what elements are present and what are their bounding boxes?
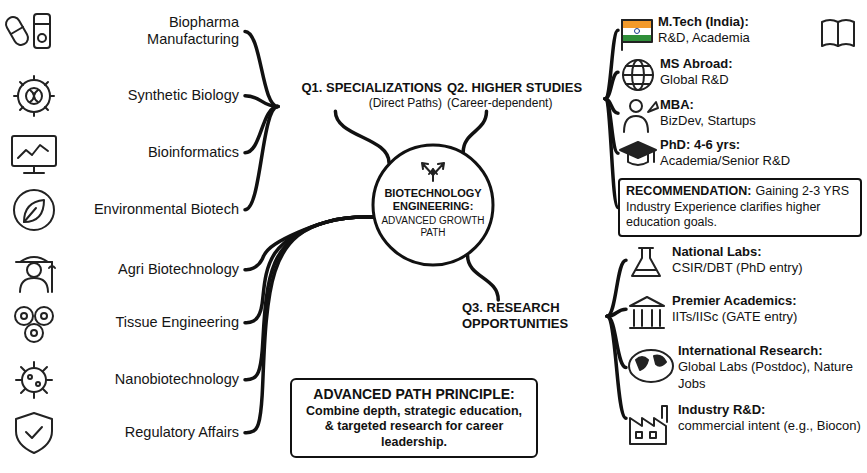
branch-connector — [607, 309, 626, 316]
branch-connector — [607, 260, 626, 316]
branch-connector — [245, 96, 278, 107]
node-text: BizDev, Startups — [660, 113, 818, 129]
institute-building-icon — [630, 297, 664, 328]
node-heading: Bioinformatics — [70, 144, 239, 161]
node-heading: Q1. SPECIALIZATIONS — [278, 80, 442, 96]
node-heading: Agri Biotechnology — [70, 261, 239, 278]
specialization-label: Environmental Biotech — [70, 201, 245, 218]
node-heading: MBA: — [660, 97, 818, 113]
node-heading: Tissue Engineering — [70, 314, 239, 331]
branch-connector — [607, 316, 626, 418]
pill-icon — [3, 14, 50, 48]
farmer-icon — [16, 257, 55, 292]
node-heading: Regulatory Affairs — [70, 424, 239, 441]
specialization-label: Biopharma Manufacturing — [120, 14, 245, 49]
leaf-icon — [14, 190, 54, 230]
node-text: ADVANCED GROWTH PATH — [378, 215, 488, 239]
node-heading: ADVANCED PATH PRINCIPLE: — [302, 386, 526, 404]
node-heading: Q2. HIGHER STUDIES — [447, 80, 605, 96]
branch-connector — [605, 30, 618, 99]
study-option: MS Abroad:Global R&D — [618, 56, 818, 89]
globe-icon — [623, 60, 653, 90]
node-text: Global R&D — [660, 72, 818, 88]
node-heading: Q3. RESEARCH OPPORTUNITIES — [462, 300, 607, 333]
node-text: (Career-dependent) — [447, 96, 605, 111]
branch-connector — [245, 217, 373, 270]
research-option: Industry R&D:commercial intent (e.g., Bi… — [626, 402, 862, 435]
central-hub-circle: BIOTECHNOLOGY ENGINEERING:ADVANCED GROWT… — [371, 143, 495, 267]
branch-heading: Q3. RESEARCH OPPORTUNITIES — [462, 300, 607, 333]
research-option: National Labs:CSIR/DBT (PhD entry) — [626, 244, 846, 277]
branch-heading: Q1. SPECIALIZATIONS(Direct Paths) — [278, 80, 442, 111]
factory-icon — [630, 406, 667, 444]
node-heading: PhD: 4-6 yrs: — [660, 137, 838, 153]
specialization-label: Regulatory Affairs — [70, 424, 245, 441]
node-heading: International Research: — [678, 343, 862, 359]
flask-icon — [632, 248, 660, 276]
specialization-label: Agri Biotechnology — [70, 261, 245, 278]
nanoparticle-icon — [16, 362, 52, 398]
node-heading: Nanobiotechnology — [70, 371, 239, 388]
branch-heading: Q2. HIGHER STUDIES(Career-dependent) — [447, 80, 605, 111]
principle-box: ADVANCED PATH PRINCIPLE:Combine depth, s… — [290, 378, 538, 458]
branch-connector — [245, 31, 278, 106]
node-text: R&D, Academia — [658, 30, 818, 46]
node-text: Academia/Senior R&D — [660, 153, 838, 169]
book-icon — [822, 20, 854, 46]
specialization-label: Tissue Engineering — [70, 314, 245, 331]
shield-icon — [16, 413, 52, 453]
node-heading: MS Abroad: — [660, 56, 818, 72]
study-option: PhD: 4-6 yrs:Academia/Senior R&D — [618, 137, 838, 170]
node-heading: Industry R&D: — [678, 402, 862, 418]
person-rocket-icon — [624, 100, 658, 132]
world-map-icon — [629, 350, 673, 382]
branch-connector — [463, 111, 486, 152]
monitor-icon — [12, 136, 56, 173]
node-heading: Biopharma Manufacturing — [120, 14, 239, 49]
branch-connector — [245, 107, 278, 210]
node-heading: Premier Academics: — [672, 293, 846, 309]
node-text: CSIR/DBT (PhD entry) — [672, 260, 846, 276]
node-heading: RECOMMENDATION: — [626, 184, 751, 198]
branch-connector — [605, 99, 618, 208]
node-text: Global Labs (Postdoc), Nature Jobs — [678, 359, 862, 392]
branch-connector — [335, 111, 389, 162]
gear-dna-icon — [14, 76, 54, 116]
node-heading: National Labs: — [672, 244, 846, 260]
branch-connector — [468, 255, 499, 300]
research-option: Premier Academics:IITs/IISc (GATE entry) — [626, 293, 846, 326]
graduation-cap-icon — [620, 142, 656, 165]
node-heading: BIOTECHNOLOGY ENGINEERING: — [378, 187, 488, 213]
recommendation-box: RECOMMENDATION:Gaining 2-3 YRS Industry … — [618, 178, 862, 237]
study-option: MBA:BizDev, Startups — [618, 97, 818, 130]
specialization-label: Nanobiotechnology — [70, 371, 245, 388]
cells-icon — [15, 307, 53, 342]
study-option: M.Tech (India):R&D, Academia — [618, 14, 818, 47]
node-text: IITs/IISc (GATE entry) — [672, 309, 846, 325]
specialization-label: Synthetic Biology — [70, 87, 245, 104]
node-text: (Direct Paths) — [278, 96, 442, 111]
research-option: International Research:Global Labs (Post… — [626, 343, 862, 392]
node-heading: Environmental Biotech — [70, 201, 239, 218]
node-heading: Synthetic Biology — [70, 87, 239, 104]
india-flag-icon — [622, 20, 652, 50]
specialization-label: Bioinformatics — [70, 144, 245, 161]
node-text: Combine depth, strategic education, & ta… — [302, 404, 526, 451]
node-heading: M.Tech (India): — [658, 14, 818, 30]
branch-connector — [605, 72, 618, 99]
node-text: commercial intent (e.g., Biocon) — [678, 418, 862, 434]
